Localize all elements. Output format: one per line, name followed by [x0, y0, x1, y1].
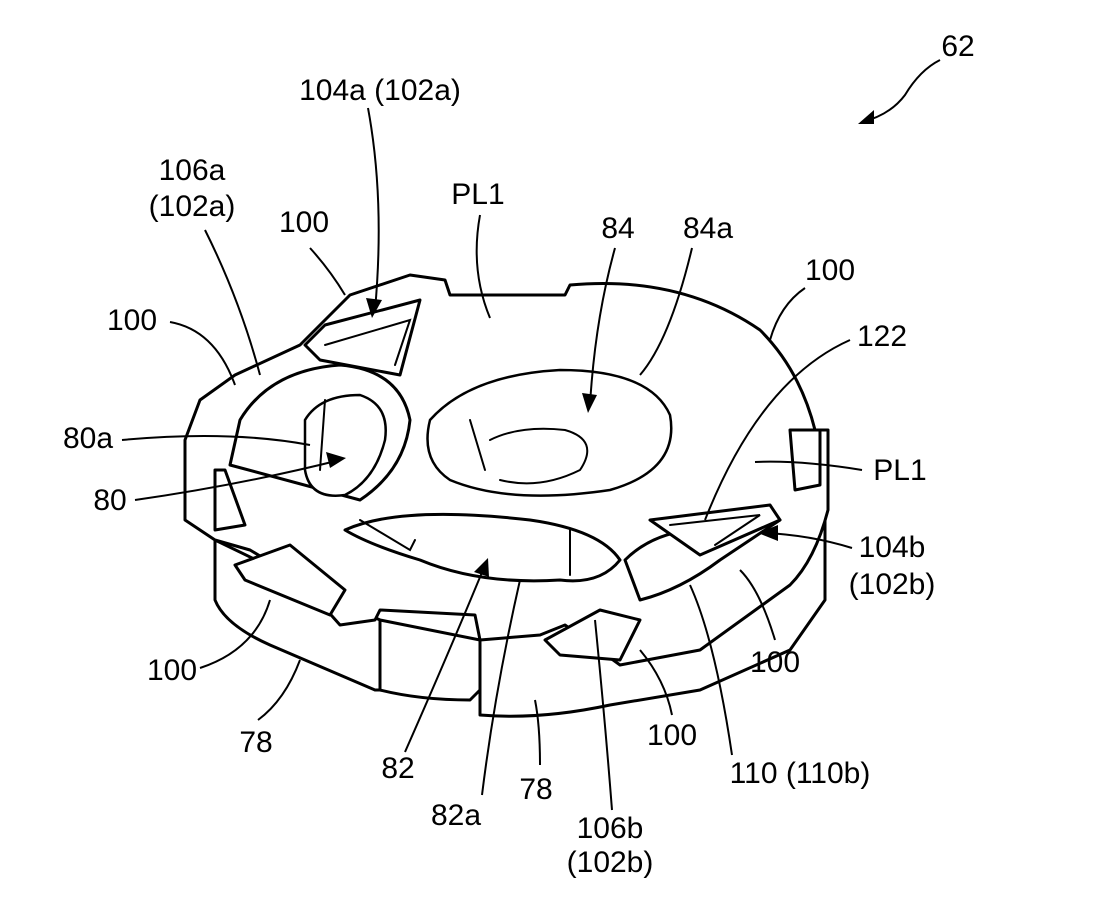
leader-pl1-top	[475, 214, 491, 319]
leader-82	[404, 564, 486, 753]
label-82a: 82a	[431, 799, 481, 832]
leader-78-left	[257, 659, 301, 721]
label-82: 82	[381, 752, 414, 785]
label-78-right: 78	[519, 773, 552, 806]
label-pl1-right: PL1	[873, 454, 926, 487]
notch-left-side	[233, 543, 347, 617]
label-pl1-top: PL1	[451, 178, 504, 211]
leader-106a	[204, 229, 261, 376]
leader-122	[704, 339, 851, 521]
label-100-bottom-right: 100	[750, 646, 800, 679]
slot-84-inner-wall	[489, 427, 589, 485]
leader-100-bottom-left	[199, 599, 271, 669]
label-80: 80	[93, 484, 126, 517]
slot-84	[426, 368, 673, 497]
label-84a: 84a	[683, 212, 733, 245]
leader-84	[589, 247, 616, 406]
label-100-left: 100	[107, 304, 157, 337]
label-122: 122	[857, 320, 907, 353]
label-100-top-left: 100	[279, 206, 329, 239]
pocket-104b	[648, 503, 782, 557]
leader-78-right	[534, 699, 541, 766]
label-106a: 106a	[159, 154, 226, 187]
leader-80a	[121, 435, 311, 446]
arrowhead-80	[326, 452, 346, 468]
leader-100-bottom	[639, 649, 673, 716]
label-80a: 80a	[63, 422, 113, 455]
label-84: 84	[601, 212, 634, 245]
body-side-wall-front	[378, 618, 482, 702]
pocket-104b-inner	[669, 514, 761, 546]
pocket-104a	[303, 298, 422, 377]
leader-lines	[121, 107, 863, 811]
leader-100-right	[769, 287, 806, 341]
ref-62-arrow	[858, 59, 941, 124]
leader-100-top-left	[309, 247, 346, 296]
label-78-left: 78	[239, 726, 272, 759]
notch-front-right	[543, 608, 642, 662]
label-106a-paren: (102a)	[149, 190, 236, 223]
recess-82-wall	[359, 519, 416, 552]
leader-100-bottom-right	[739, 569, 776, 641]
leader-pl1-right	[754, 460, 863, 471]
hole-80-inner-wall	[319, 399, 326, 471]
arrowhead-104a	[366, 298, 382, 318]
leader-82a	[481, 579, 521, 796]
label-100-bottom-left: 100	[147, 654, 197, 687]
arrowhead-104b	[758, 525, 778, 541]
label-104b-paren: (102b)	[849, 568, 936, 601]
leader-84a	[639, 247, 693, 376]
label-104a: 104a (102a)	[299, 74, 461, 107]
label-106b-paren: (102b)	[567, 846, 654, 879]
arrowhead-82	[474, 558, 489, 577]
label-104b: 104b	[859, 531, 926, 564]
pocket-104a-inner	[324, 318, 412, 366]
component-62-drawing	[183, 273, 830, 718]
leader-104a	[367, 107, 380, 311]
arrowhead-84	[582, 393, 597, 413]
label-62: 62	[941, 30, 974, 63]
leader-110	[689, 584, 733, 756]
slot-84-inner-edge	[469, 419, 486, 471]
leader-100-left	[169, 321, 236, 386]
label-100-bottom: 100	[647, 719, 697, 752]
recess-82	[343, 512, 622, 583]
hole-80	[303, 393, 387, 497]
label-106b: 106b	[577, 812, 644, 845]
label-110: 110 (110b)	[730, 757, 871, 790]
leader-80	[134, 459, 341, 501]
label-100-right: 100	[805, 254, 855, 287]
labels: 62 104a (102a) 106a (102a) 100 100 PL1 8…	[63, 30, 975, 879]
notch-right-face	[788, 428, 822, 492]
leader-106b	[594, 619, 613, 811]
